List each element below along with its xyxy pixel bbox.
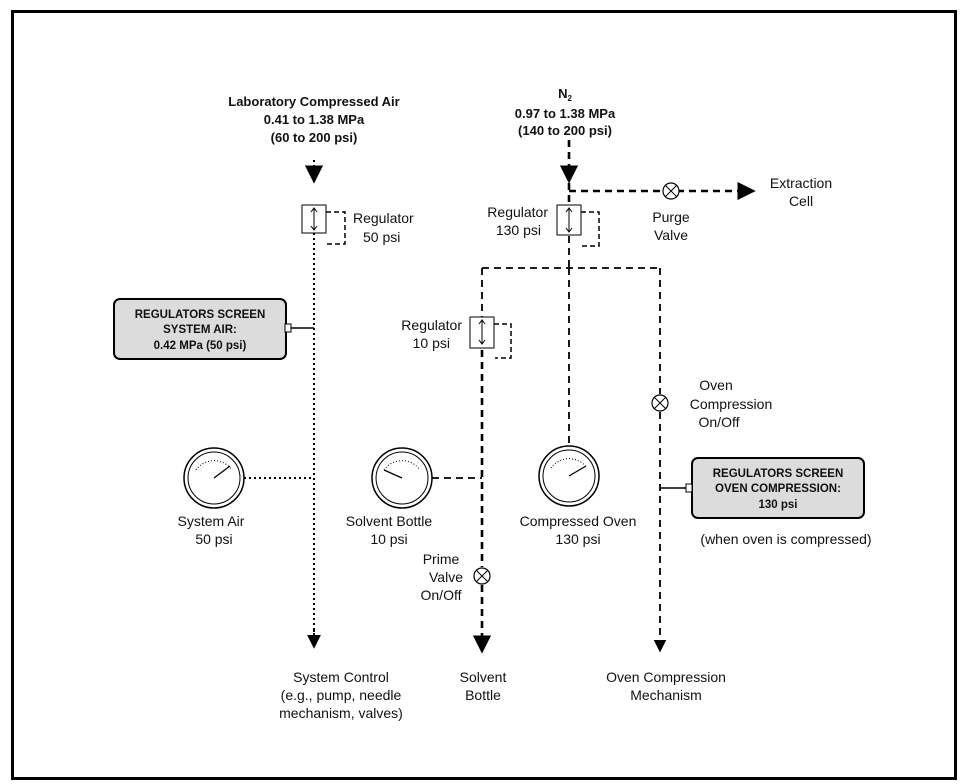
system-air-screen-line1: REGULATORS SCREEN bbox=[135, 309, 266, 321]
air-regulator-line1: Regulator bbox=[353, 210, 414, 226]
n2-regulator-line1: Regulator bbox=[487, 204, 548, 220]
system-air-screen-box: REGULATORS SCREEN SYSTEM AIR: 0.42 MPa (… bbox=[113, 298, 292, 360]
compressed-oven-gauge-icon bbox=[538, 445, 600, 507]
extraction-cell-line1: Extraction bbox=[770, 175, 832, 191]
system-air-gauge-line1: System Air bbox=[178, 513, 245, 529]
purge-valve-icon bbox=[662, 182, 680, 200]
oven-screen-line2: OVEN COMPRESSION: bbox=[715, 483, 841, 495]
system-air-gauge-line2: 50 psi bbox=[195, 531, 232, 547]
system-air-gauge-icon bbox=[183, 447, 245, 509]
prime-valve-icon bbox=[473, 567, 491, 585]
purge-valve-line1: Purge bbox=[652, 209, 690, 225]
solvent-regulator-icon bbox=[469, 316, 512, 359]
solvent-gauge-line2: 10 psi bbox=[370, 531, 407, 547]
n2-label: N2 bbox=[558, 86, 572, 103]
prime-valve-line2: Valve bbox=[429, 569, 463, 585]
oven-screen-box: REGULATORS SCREEN OVEN COMPRESSION: 130 … bbox=[685, 457, 865, 519]
oven-gauge-line1: Compressed Oven bbox=[520, 513, 637, 529]
oven-valve-line3: On/Off bbox=[699, 414, 740, 430]
oven-valve-line2: Compression bbox=[690, 396, 772, 412]
system-control-line3: mechanism, valves) bbox=[279, 705, 403, 721]
extraction-cell-line2: Cell bbox=[789, 193, 813, 209]
system-control-line2: (e.g., pump, needle bbox=[281, 687, 402, 703]
oven-gauge-line2: 130 psi bbox=[555, 531, 600, 547]
n2-regulator-line2: 130 psi bbox=[496, 222, 541, 238]
solvent-bottle-out-line1: Solvent bbox=[460, 669, 507, 685]
solvent-regulator-line1: Regulator bbox=[401, 317, 462, 333]
system-air-screen-line2: SYSTEM AIR: bbox=[163, 324, 237, 336]
solvent-bottle-gauge-icon bbox=[371, 447, 433, 509]
solvent-gauge-line1: Solvent Bottle bbox=[346, 513, 433, 529]
system-air-screen-line3: 0.42 MPa (50 psi) bbox=[154, 340, 247, 352]
solvent-bottle-out-line2: Bottle bbox=[465, 687, 501, 703]
oven-compression-valve-icon bbox=[651, 394, 669, 412]
air-source-line2: 0.41 to 1.38 MPa bbox=[264, 112, 365, 127]
air-source-line3: (60 to 200 psi) bbox=[271, 130, 358, 145]
n2-source-line2: 0.97 to 1.38 MPa bbox=[515, 106, 616, 121]
air-source-line1: Laboratory Compressed Air bbox=[228, 94, 399, 109]
purge-valve-line2: Valve bbox=[654, 227, 688, 243]
prime-valve-line1: Prime bbox=[423, 551, 460, 567]
air-regulator-line2: 50 psi bbox=[363, 229, 400, 245]
oven-mechanism-line2: Mechanism bbox=[630, 687, 702, 703]
system-control-line1: System Control bbox=[293, 669, 389, 685]
oven-screen-line1: REGULATORS SCREEN bbox=[713, 468, 844, 480]
n2-source-line3: (140 to 200 psi) bbox=[518, 123, 612, 138]
prime-valve-line3: On/Off bbox=[421, 587, 462, 603]
oven-mechanism-line1: Oven Compression bbox=[606, 669, 726, 685]
oven-screen-note: (when oven is compressed) bbox=[700, 531, 871, 547]
solvent-regulator-line2: 10 psi bbox=[413, 335, 450, 351]
n2-regulator-icon bbox=[556, 204, 600, 247]
oven-screen-line3: 130 psi bbox=[759, 499, 798, 511]
air-regulator-icon bbox=[301, 204, 346, 245]
oven-valve-line1: Oven bbox=[699, 377, 732, 393]
